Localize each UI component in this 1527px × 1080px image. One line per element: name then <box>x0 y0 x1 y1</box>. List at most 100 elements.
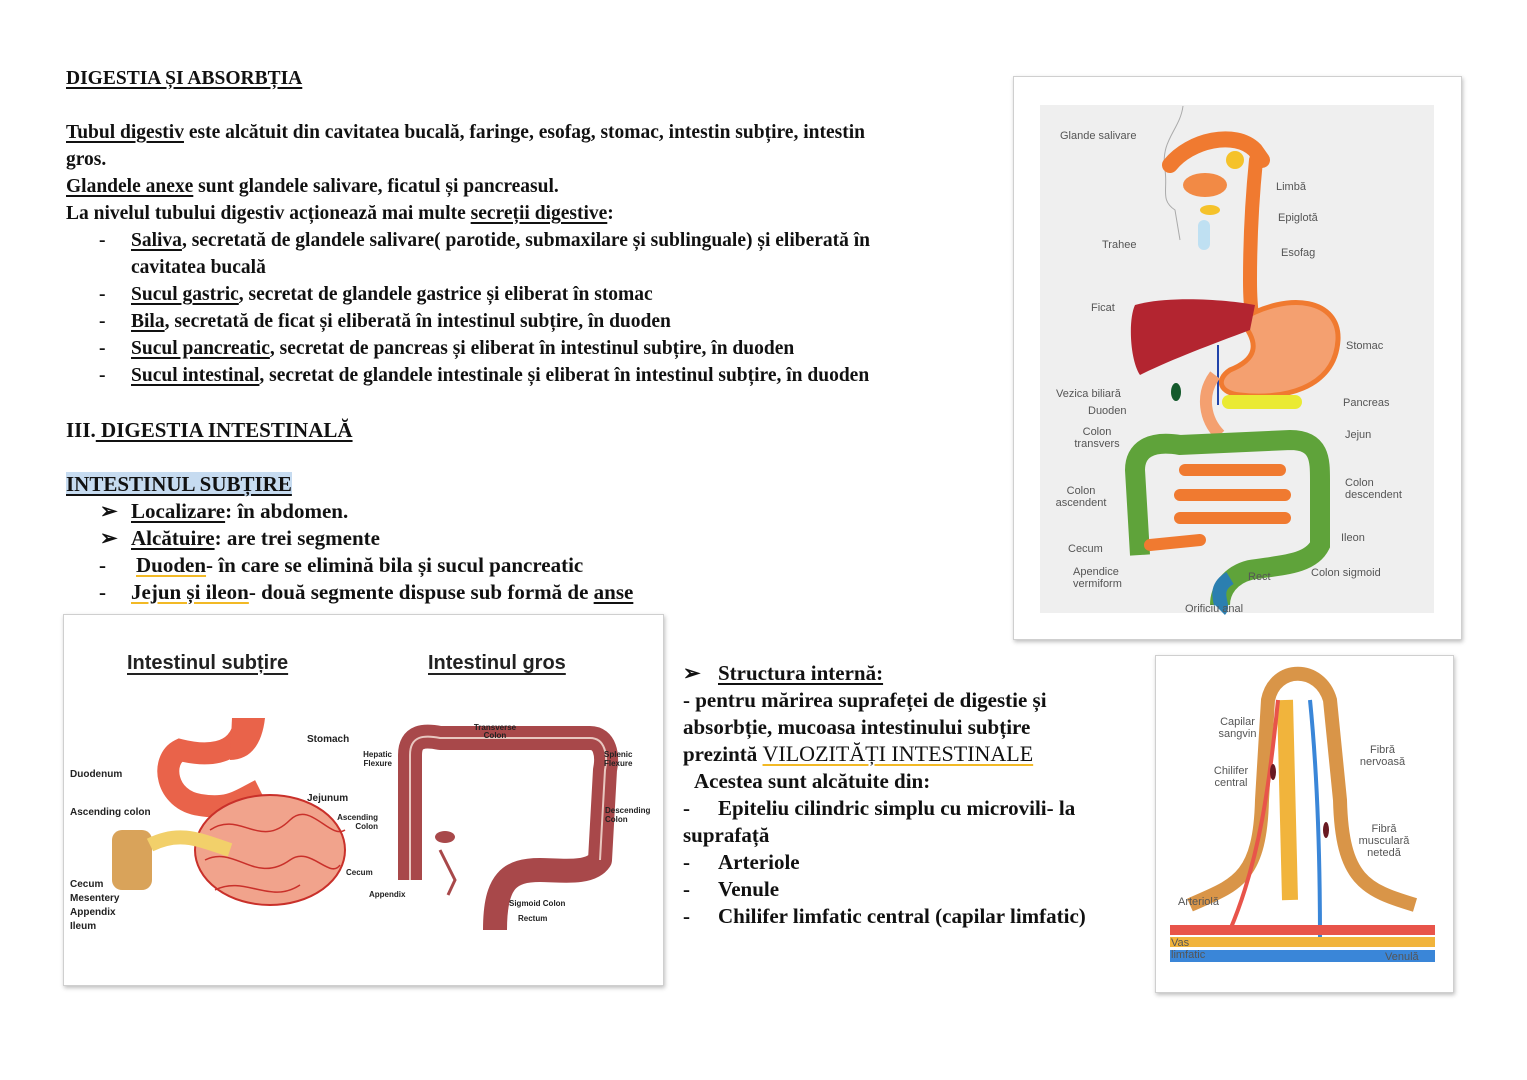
large-intestine <box>1124 429 1330 606</box>
label-fibra-nervoasa: Fibră nervoasă <box>1359 744 1406 768</box>
gallbladder <box>1171 383 1181 401</box>
label-duoden: Duoden <box>1088 405 1127 417</box>
text: La nivelul tubului digestiv acționează m… <box>66 203 471 224</box>
text: : în abdomen. <box>225 499 349 523</box>
structure-heading: Structura internă: <box>718 661 883 685</box>
label-appendix: Appendix <box>70 907 116 918</box>
list-item: Localizare: în abdomen. <box>131 499 348 523</box>
digestive-system-drawing <box>1124 105 1341 615</box>
intro-line-3: Glandele anexe sunt glandele salivare, f… <box>66 175 559 199</box>
term-tubul-digestiv: Tubul digestiv <box>66 122 184 143</box>
bullet-dash: - <box>683 904 690 928</box>
structure-item: Arteriole <box>718 850 800 874</box>
liver <box>1130 299 1255 375</box>
figure-title-small-intestine: Intestinul subțire <box>127 652 289 674</box>
term: Jejun și ileon <box>131 580 249 604</box>
label-pancreas: Pancreas <box>1343 397 1390 409</box>
list-item: Duoden- în care se elimină bila și sucul… <box>136 553 583 577</box>
intro-line-1: Tubul digestiv este alcătuit din cavitat… <box>66 121 865 145</box>
text: este alcătuit din cavitatea bucală, fari… <box>183 122 865 143</box>
bullet-dash: - <box>99 311 106 332</box>
structure-item-cont: suprafață <box>683 823 770 847</box>
label-glande-salivare: Glande salivare <box>1060 130 1137 142</box>
secretion-item: Bila, secretată de ficat și eliberată în… <box>131 310 671 334</box>
text: , secretată de glandele salivare( paroti… <box>181 230 871 251</box>
intro-line-2: gros. <box>66 149 107 170</box>
digestive-system-figure <box>1013 76 1462 640</box>
text: III. <box>66 418 96 442</box>
bullet-dash: - <box>99 580 106 604</box>
bullet-dash: - <box>99 230 106 251</box>
structure-item: Venule <box>718 877 780 901</box>
text: : <box>607 203 614 224</box>
label-capilar-sangvin: Capilar sangvin <box>1218 716 1257 740</box>
text: : are trei segmente <box>214 526 380 550</box>
bullet-dash: - <box>683 877 690 901</box>
rectum <box>1212 572 1235 615</box>
text: , secretat de glandele gastrice și elibe… <box>238 284 653 305</box>
label-sigmoid-colon: Sigmoid Colon <box>509 899 566 908</box>
intro-line-4: La nivelul tubului digestiv acționează m… <box>66 202 614 226</box>
large-intestine-drawing <box>398 724 619 931</box>
label-appendix-large: Appendix <box>369 890 406 899</box>
pancreas <box>1222 395 1302 409</box>
bullet-dash: - <box>683 850 690 874</box>
term: Sucul intestinal <box>131 365 260 386</box>
structure-item: Epiteliu cilindric simplu cu microvili- … <box>718 796 1076 820</box>
term: Localizare <box>131 499 226 523</box>
label-descending-colon: Descending Colon <box>605 806 651 824</box>
small-intestine-drawing <box>112 717 346 906</box>
secretion-item: Sucul pancreatic, secretat de pancreas ș… <box>131 337 794 361</box>
label-vas-limfatic: Vas limfatic <box>1171 937 1206 961</box>
secretion-item: Saliva, secretată de glandele salivare( … <box>131 229 870 253</box>
secretion-item: Sucul gastric, secretat de glandele gast… <box>131 283 653 307</box>
label-jejun: Jejun <box>1345 429 1372 441</box>
structure-line: prezintă VILOZITĂȚI INTESTINALE <box>683 742 1033 767</box>
label-mesentery: Mesentery <box>70 893 120 904</box>
label-colon-descendent: Colon descendent <box>1345 477 1402 501</box>
trachea <box>1198 220 1210 250</box>
label-arteriola: Arteriolă <box>1178 896 1219 908</box>
section-heading: III. DIGESTIA INTESTINALĂ <box>66 418 353 442</box>
arrow-bullet-icon: ➢ <box>683 661 701 685</box>
bullet-dash: - <box>99 338 106 359</box>
arrow-bullet-icon: ➢ <box>100 526 118 550</box>
term: Alcătuire <box>131 526 215 550</box>
label-rect: Rect <box>1248 571 1271 583</box>
text: Structura internă: <box>718 661 884 685</box>
label-cecum-large: Cecum <box>346 868 373 877</box>
highlighted-text: INTESTINUL SUBȚIRE <box>66 472 292 496</box>
structure-line: absorbție, mucoasa intestinului subțire <box>683 715 1031 739</box>
intestine-figure <box>63 614 664 986</box>
text: , secretat de pancreas și eliberat în in… <box>269 338 795 359</box>
small-intestine <box>1144 464 1291 551</box>
label-rectum: Rectum <box>518 914 548 923</box>
label-stomach: Stomach <box>307 734 350 745</box>
structure-line: - pentru mărirea suprafeței de digestie … <box>683 688 1047 712</box>
page-title: DIGESTIA ȘI ABSORBȚIA <box>66 68 303 89</box>
text: DIGESTIA INTESTINALĂ <box>95 418 353 442</box>
text: sunt glandele salivare, ficatul și pancr… <box>193 176 559 197</box>
label-splenic-flexure: Splenic Flexure <box>604 750 633 768</box>
label-vezica-biliara: Vezica biliară <box>1056 388 1121 400</box>
label-trahee: Trahee <box>1102 239 1137 251</box>
subheading: INTESTINUL SUBȚIRE <box>66 472 292 496</box>
structure-intro: Acestea sunt alcătuite din: <box>694 769 931 793</box>
villus-figure <box>1155 655 1454 993</box>
term-glandele-anexe: Glandele anexe <box>66 176 194 197</box>
bullet-dash: - <box>99 553 106 577</box>
figure-title-large-intestine: Intestinul gros <box>428 652 566 674</box>
term: Sucul pancreatic <box>131 338 270 359</box>
list-item: Alcătuire: are trei segmente <box>131 526 380 550</box>
list-item: Jejun și ileon- două segmente dispuse su… <box>131 580 633 604</box>
label-orificiu-anal: Orificiu anal <box>1185 603 1244 615</box>
term: Sucul gastric <box>131 284 239 305</box>
term: Saliva <box>131 230 182 251</box>
label-ileon: Ileon <box>1341 532 1365 544</box>
bullet-dash: - <box>683 796 690 820</box>
label-colon-ascendent: Colon ascendent <box>1055 485 1107 509</box>
label-hepatic-flexure: Hepatic Flexure <box>363 750 392 768</box>
villus-drawing <box>1170 666 1435 962</box>
bullet-dash: - <box>99 284 106 305</box>
